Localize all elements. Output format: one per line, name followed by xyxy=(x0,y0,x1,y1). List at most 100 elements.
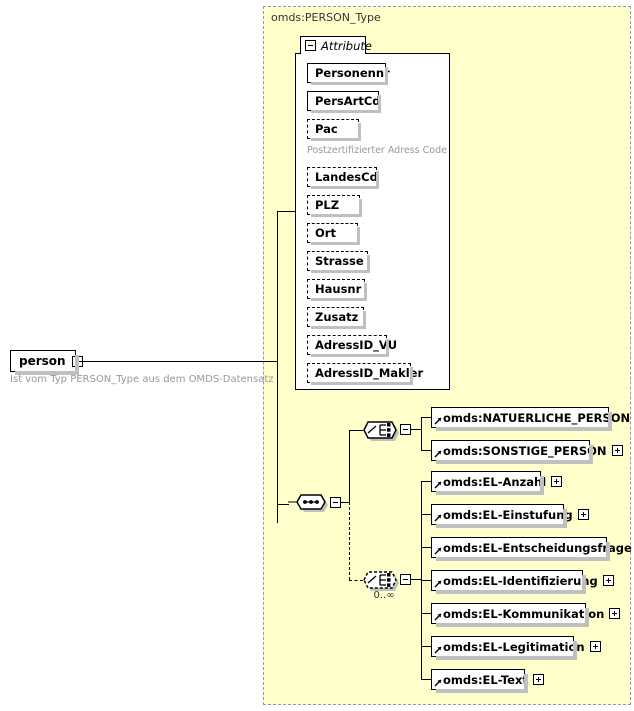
attribute-box[interactable]: AdressID_Makler xyxy=(307,363,423,385)
attribute-box[interactable]: PersArtCd xyxy=(307,91,381,113)
attribute-group-tab[interactable]: Attribute xyxy=(300,36,372,54)
root-element-documentation: Ist vom Typ PERSON_Type aus dem OMDS-Dat… xyxy=(10,374,274,385)
complex-type-title: omds:PERSON_Type xyxy=(271,11,381,24)
attribute-documentation: Postzertifizierter Adress Code xyxy=(307,145,447,156)
element-label: omds:EL-Kommunikation xyxy=(443,606,605,621)
attribute-label: Strasse xyxy=(315,254,364,268)
connector-line xyxy=(349,430,363,431)
box-shadow xyxy=(606,542,610,561)
connector-line-optional xyxy=(349,502,350,580)
root-element-person[interactable]: person xyxy=(10,350,83,375)
element-node[interactable]: omds:EL-Text xyxy=(431,669,544,693)
connector-line xyxy=(80,361,277,362)
box-shadow xyxy=(357,227,360,245)
connector-line xyxy=(277,504,289,505)
sequence-compositor[interactable] xyxy=(288,491,334,517)
attribute-label: Ort xyxy=(315,226,336,240)
minus-icon[interactable] xyxy=(400,574,411,585)
box-shadow xyxy=(386,339,389,357)
plus-icon[interactable] xyxy=(609,608,621,619)
box-shadow xyxy=(311,214,362,217)
plus-icon[interactable] xyxy=(589,641,601,652)
choice-icon xyxy=(363,571,399,591)
attribute-label: Zusatz xyxy=(315,310,359,324)
box-shadow xyxy=(376,171,379,189)
box-shadow xyxy=(436,689,528,693)
attribute-box[interactable]: PLZ xyxy=(307,195,362,217)
box-shadow xyxy=(585,608,589,627)
element-ref-arrow-icon xyxy=(434,613,442,621)
box-shadow xyxy=(311,138,361,141)
box-shadow xyxy=(436,590,586,594)
element-node[interactable]: omds:EL-Einstufung xyxy=(431,504,589,528)
box-shadow xyxy=(436,460,593,464)
choice-compositor-person[interactable] xyxy=(361,417,407,443)
element-node[interactable]: omds:EL-Identifizierung xyxy=(431,570,614,594)
plus-icon[interactable] xyxy=(551,476,563,487)
element-ref-arrow-icon xyxy=(434,514,442,522)
box-shadow xyxy=(15,371,79,375)
plus-icon[interactable] xyxy=(611,445,623,456)
attribute-label: Pac xyxy=(315,122,338,136)
box-shadow xyxy=(378,95,381,113)
box-shadow xyxy=(563,509,567,528)
minus-icon[interactable] xyxy=(400,424,411,435)
box-shadow xyxy=(311,326,366,329)
element-node[interactable]: omds:EL-Entscheidungsfrage xyxy=(431,537,632,561)
attribute-box[interactable]: Strasse xyxy=(307,251,370,273)
connector-line xyxy=(411,429,421,430)
connector-line xyxy=(421,417,431,418)
box-shadow xyxy=(367,255,370,273)
element-node[interactable]: omds:EL-Legitimation xyxy=(431,636,601,660)
box-shadow xyxy=(436,656,577,660)
attribute-label: AdressID_VU xyxy=(315,338,398,352)
element-label: omds:EL-Einstufung xyxy=(443,507,573,522)
element-node[interactable]: omds:EL-Anzahl xyxy=(431,471,563,495)
element-ref-arrow-icon xyxy=(434,481,442,489)
attribute-box[interactable]: AdressID_VU xyxy=(307,335,397,357)
plus-icon[interactable] xyxy=(602,575,614,586)
connector-line xyxy=(341,502,349,503)
box-shadow xyxy=(311,298,367,301)
connector-line xyxy=(411,579,421,580)
element-ref-arrow-icon xyxy=(434,646,442,654)
box-shadow xyxy=(363,311,366,329)
attribute-box[interactable]: Hausnr xyxy=(307,279,367,301)
box-shadow xyxy=(311,354,389,357)
attribute-box[interactable]: Pac xyxy=(307,119,361,141)
element-node[interactable]: omds:EL-Kommunikation xyxy=(431,603,621,627)
minus-icon[interactable] xyxy=(330,497,341,508)
attribute-label: LandesCd xyxy=(315,170,378,184)
element-node[interactable]: omds:NATUERLICHE_PERSON xyxy=(431,407,630,431)
element-ref-arrow-icon xyxy=(434,450,442,458)
connector-line xyxy=(349,430,350,503)
connector-line xyxy=(421,580,431,581)
element-node[interactable]: omds:SONSTIGE_PERSON xyxy=(431,440,623,464)
element-ref-arrow-icon xyxy=(434,547,442,555)
box-shadow xyxy=(311,186,379,189)
box-shadow xyxy=(311,382,413,385)
connector-line xyxy=(277,211,278,523)
element-label: omds:EL-Legitimation xyxy=(443,639,585,654)
choice-compositor-el[interactable] xyxy=(361,567,407,593)
connector-line xyxy=(421,417,422,450)
box-shadow xyxy=(311,270,370,273)
attribute-box[interactable]: Ort xyxy=(307,223,360,245)
occurrence-label: 0..∞ xyxy=(373,590,395,601)
plus-icon[interactable] xyxy=(577,509,589,520)
attribute-box[interactable]: Zusatz xyxy=(307,307,366,329)
connector-line xyxy=(421,514,431,515)
minus-icon[interactable] xyxy=(305,40,316,51)
box-shadow xyxy=(358,123,361,141)
box-shadow xyxy=(410,367,413,385)
attribute-group-label: Attribute xyxy=(321,38,372,53)
plus-icon[interactable] xyxy=(532,674,544,685)
connector-line-optional xyxy=(349,580,363,581)
box-shadow xyxy=(573,641,577,660)
attribute-label: Personennr xyxy=(315,66,390,80)
choice-icon xyxy=(363,421,399,441)
box-shadow xyxy=(436,524,567,528)
attribute-box[interactable]: LandesCd xyxy=(307,167,379,189)
attribute-box[interactable]: Personennr xyxy=(307,63,390,85)
